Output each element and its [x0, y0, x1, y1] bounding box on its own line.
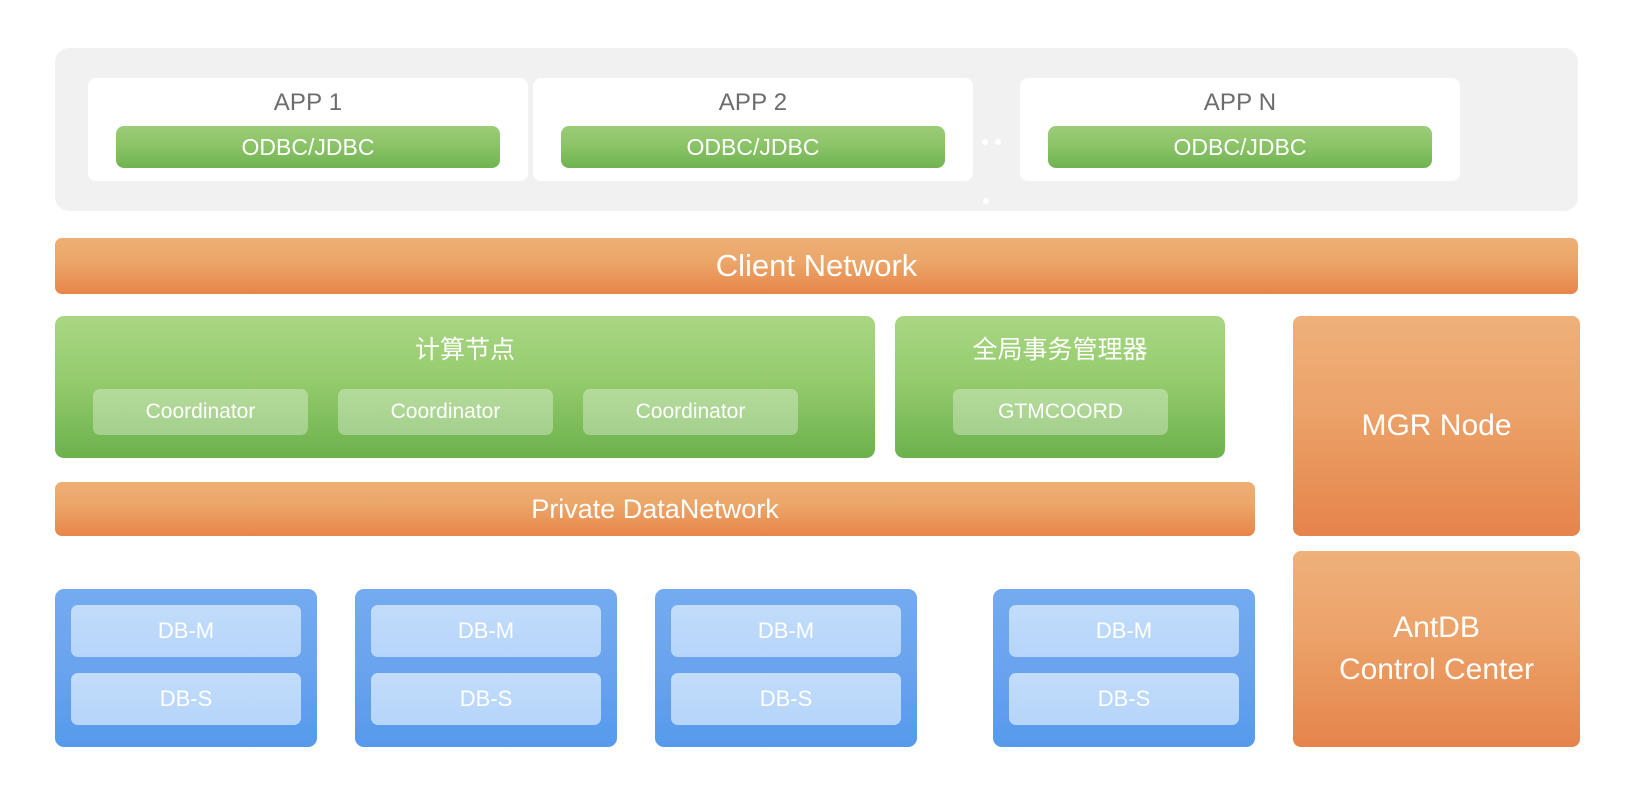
compute-nodes-panel: 计算节点 Coordinator Coordinator Coordinator — [55, 316, 875, 458]
app-title: APP 1 — [273, 89, 343, 116]
mgr-node-panel[interactable]: MGR Node — [1293, 316, 1580, 536]
odbc-jdbc-connector[interactable]: ODBC/JDBC — [1048, 126, 1432, 168]
db-master-node[interactable]: DB-M — [71, 605, 301, 657]
db-group: DB-M DB-S — [993, 589, 1255, 747]
global-transaction-manager-panel: 全局事务管理器 GTMCOORD — [895, 316, 1225, 458]
gtmcoord-node[interactable]: GTMCOORD — [953, 389, 1168, 435]
db-master-node[interactable]: DB-M — [1009, 605, 1239, 657]
db-group: DB-M DB-S — [355, 589, 617, 747]
odbc-jdbc-connector[interactable]: ODBC/JDBC — [116, 126, 500, 168]
antdb-control-center-panel[interactable]: AntDB Control Center — [1293, 551, 1580, 747]
ellipsis-dot-icon — [983, 198, 989, 204]
app-card-2[interactable]: APP 2 ODBC/JDBC — [533, 78, 973, 181]
coordinator-node[interactable]: Coordinator — [338, 389, 553, 435]
ellipsis-dots-icon — [982, 139, 1008, 147]
application-layer-band: APP 1 ODBC/JDBC APP 2 ODBC/JDBC APP N OD… — [55, 48, 1578, 211]
db-slave-node[interactable]: DB-S — [71, 673, 301, 725]
odbc-jdbc-connector[interactable]: ODBC/JDBC — [561, 126, 945, 168]
db-slave-node[interactable]: DB-S — [1009, 673, 1239, 725]
compute-nodes-title: 计算节点 — [414, 335, 515, 364]
private-datanetwork-bar: Private DataNetwork — [55, 482, 1255, 536]
app-title: APP 2 — [718, 89, 788, 116]
gtm-title: 全局事务管理器 — [972, 335, 1148, 364]
db-master-node[interactable]: DB-M — [371, 605, 601, 657]
db-slave-node[interactable]: DB-S — [371, 673, 601, 725]
db-master-node[interactable]: DB-M — [671, 605, 901, 657]
db-group: DB-M DB-S — [655, 589, 917, 747]
coordinator-node[interactable]: Coordinator — [583, 389, 798, 435]
db-slave-node[interactable]: DB-S — [671, 673, 901, 725]
client-network-bar: Client Network — [55, 238, 1578, 294]
coordinator-node[interactable]: Coordinator — [93, 389, 308, 435]
db-group: DB-M DB-S — [55, 589, 317, 747]
app-title: APP N — [1203, 89, 1277, 116]
app-card-1[interactable]: APP 1 ODBC/JDBC — [88, 78, 528, 181]
app-card-n[interactable]: APP N ODBC/JDBC — [1020, 78, 1460, 181]
